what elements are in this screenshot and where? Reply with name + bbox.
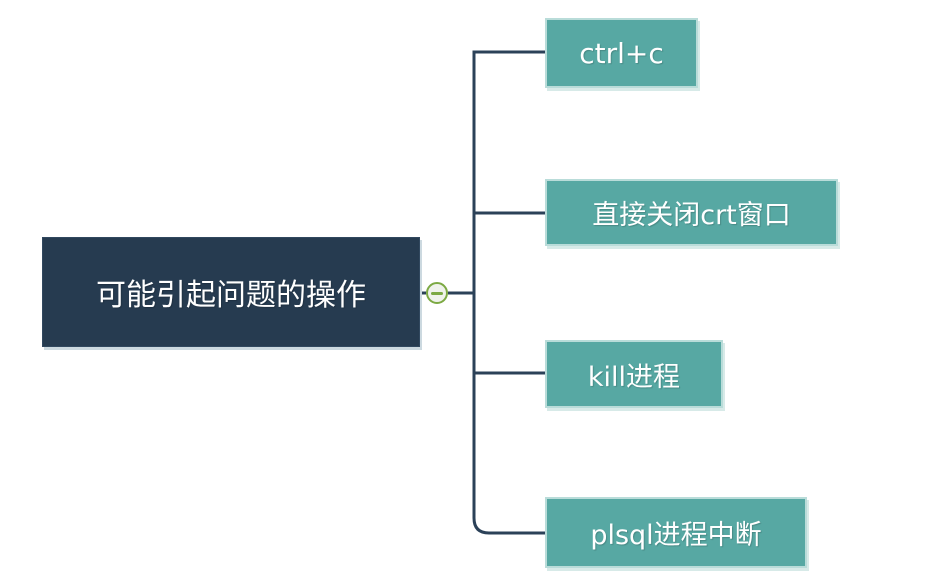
child-node-close-crt-window[interactable]: 直接关闭crt窗口 (545, 179, 838, 246)
child-node-ctrl-c[interactable]: ctrl+c (545, 18, 698, 88)
child-node-label: 直接关闭crt窗口 (592, 200, 791, 231)
collapse-toggle-button[interactable] (426, 282, 448, 304)
root-node-label: 可能引起问题的操作 (96, 278, 366, 313)
child-node-kill-process[interactable]: kill进程 (545, 340, 723, 408)
root-node[interactable]: 可能引起问题的操作 (42, 237, 420, 347)
child-node-label: kill进程 (587, 361, 681, 393)
child-node-plsql-interrupt[interactable]: plsql进程中断 (545, 497, 807, 568)
minus-icon (431, 291, 443, 295)
child-node-label: ctrl+c (579, 36, 664, 70)
child-node-label: plsql进程中断 (590, 520, 762, 551)
trunk-and-branch-line (472, 50, 545, 535)
